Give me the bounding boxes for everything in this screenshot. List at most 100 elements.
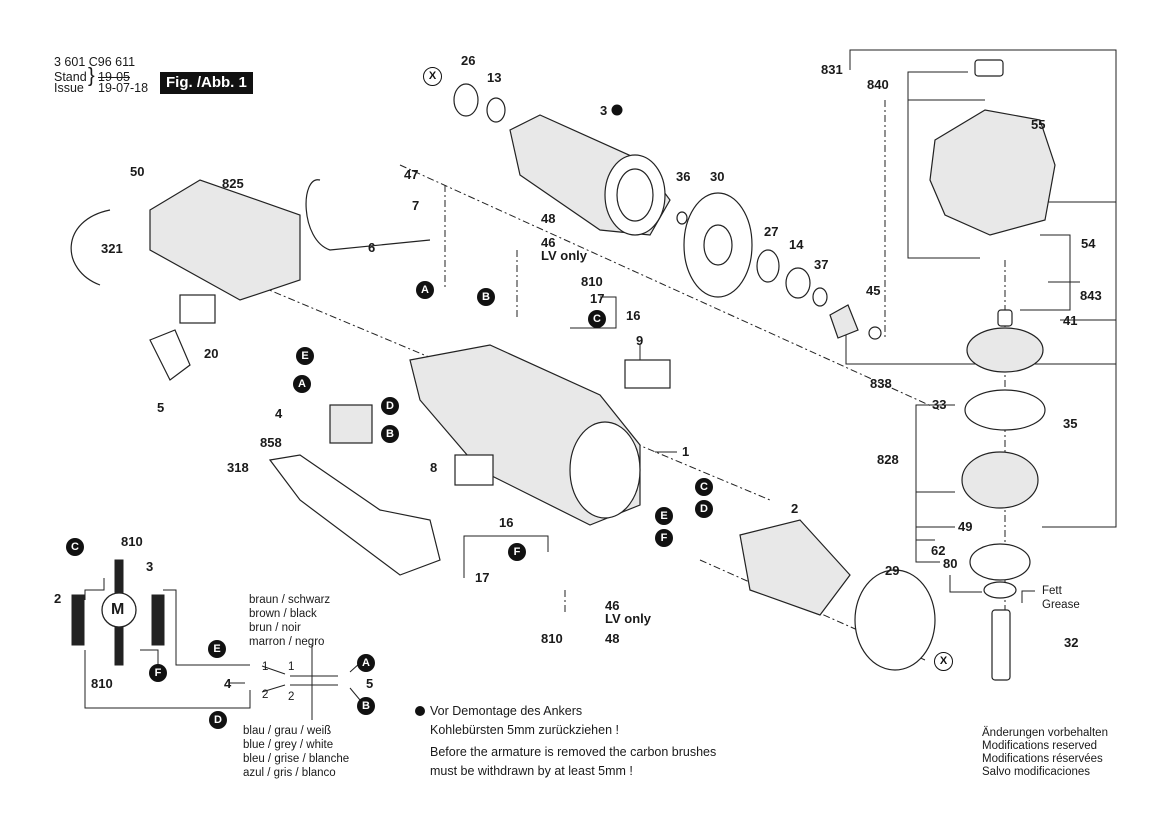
connector-d-switch: D: [381, 397, 399, 415]
part-26[interactable]: 26: [461, 53, 476, 68]
schematic-810-bottom: 810: [91, 676, 113, 691]
wire-color-top-0: braun / schwarz: [249, 594, 331, 606]
warning-en-2: must be withdrawn by at least 5mm !: [430, 764, 633, 778]
label-8: [454, 454, 494, 486]
part-5[interactable]: 5: [157, 400, 165, 415]
part-838[interactable]: 838: [870, 376, 892, 391]
connector-e-switch: E: [296, 347, 314, 365]
part-46-bottom[interactable]: 46: [605, 598, 620, 613]
part-810-bottom[interactable]: 810: [541, 631, 563, 646]
part-8[interactable]: 8: [430, 460, 438, 475]
bearing-flange-35: [964, 389, 1046, 431]
lv-only-top: LV only: [541, 248, 587, 263]
part-9[interactable]: 9: [636, 333, 644, 348]
connector-c: C: [588, 310, 606, 328]
part-840[interactable]: 840: [867, 77, 889, 92]
switch-lever-318: [268, 454, 441, 576]
part-828[interactable]: 828: [877, 452, 899, 467]
part-1[interactable]: 1: [682, 444, 690, 459]
disclaimer-de: Änderungen vorbehalten: [982, 727, 1108, 739]
part-30[interactable]: 30: [710, 169, 725, 184]
figure-label: Fig. /Abb. 1: [160, 72, 253, 94]
part-37[interactable]: 37: [814, 257, 829, 272]
part-16-bottom[interactable]: 16: [499, 515, 514, 530]
part-17-top[interactable]: 17: [590, 291, 605, 306]
part-33[interactable]: 33: [932, 397, 947, 412]
part-318[interactable]: 318: [227, 460, 249, 475]
part-32[interactable]: 32: [1064, 635, 1079, 650]
schematic-810-top: 810: [121, 534, 143, 549]
terminal-1: 1: [262, 661, 269, 673]
schematic-3: 3: [146, 559, 154, 574]
label-20: [179, 294, 216, 324]
part-16-top[interactable]: 16: [626, 308, 641, 323]
part-13[interactable]: 13: [487, 70, 502, 85]
group-bracket-840: [907, 71, 980, 259]
bearing-13: [486, 97, 506, 123]
terminal-1-screw: 1: [288, 661, 295, 673]
part-45[interactable]: 45: [866, 283, 881, 298]
o-ring-62: [969, 543, 1031, 581]
part-29[interactable]: 29: [885, 563, 900, 578]
schematic-2: 2: [54, 591, 62, 606]
schematic-f: F: [149, 664, 167, 682]
part-48[interactable]: 48: [541, 211, 556, 226]
part-2[interactable]: 2: [791, 501, 799, 516]
part-825[interactable]: 825: [222, 176, 244, 191]
part-14[interactable]: 14: [789, 237, 804, 252]
part-17-bottom[interactable]: 17: [475, 570, 490, 585]
terminal-2: 2: [262, 689, 269, 701]
part-321[interactable]: 321: [101, 241, 123, 256]
schematic-b: B: [357, 697, 375, 715]
brush-bottom: [114, 624, 124, 666]
connector-b-switch: B: [381, 425, 399, 443]
part-831[interactable]: 831: [821, 62, 843, 77]
connector-b: B: [477, 288, 495, 306]
part-55[interactable]: 55: [1031, 117, 1046, 132]
part-41[interactable]: 41: [1063, 313, 1078, 328]
part-36[interactable]: 36: [676, 169, 691, 184]
part-47[interactable]: 47: [404, 167, 419, 182]
wire-color-bottom-3: azul / gris / blanco: [243, 767, 336, 779]
connector-f-brush: F: [508, 543, 526, 561]
grease-label: Grease: [1042, 599, 1080, 611]
part-4[interactable]: 4: [275, 406, 283, 421]
part-62[interactable]: 62: [931, 543, 946, 558]
motor-symbol: [101, 592, 137, 628]
part-7[interactable]: 7: [412, 198, 420, 213]
lv-only-bottom: LV only: [605, 611, 651, 626]
part-20[interactable]: 20: [204, 346, 219, 361]
part-6[interactable]: 6: [368, 240, 376, 255]
group-bracket-831: [849, 49, 1117, 528]
terminal-2-screw: 2: [288, 691, 295, 703]
part-27[interactable]: 27: [764, 224, 779, 239]
ring-26: [453, 83, 479, 117]
bearing-14: [785, 267, 811, 299]
field-coil-left: [71, 594, 85, 646]
disclaimer-en: Modifications reserved: [982, 740, 1098, 752]
part-50[interactable]: 50: [130, 164, 145, 179]
part-80[interactable]: 80: [943, 556, 958, 571]
part-3[interactable]: 3: [600, 103, 608, 118]
connector-a-switch: A: [293, 375, 311, 393]
warning-de-1: Vor Demontage des Ankers: [430, 704, 583, 718]
part-858[interactable]: 858: [260, 435, 282, 450]
part-48-bottom[interactable]: 48: [605, 631, 620, 646]
part-number: 3 601 C96 611: [54, 55, 136, 69]
field-coil-right: [151, 594, 165, 646]
part-54[interactable]: 54: [1081, 236, 1096, 251]
part-810-top[interactable]: 810: [581, 274, 603, 289]
armature-part: [509, 114, 671, 236]
schematic-5: 5: [366, 676, 374, 691]
ring-27: [756, 249, 780, 283]
warning-en-1: Before the armature is removed the carbo…: [430, 745, 717, 759]
connector-e-coil: E: [655, 507, 673, 525]
issue-label: Issue: [54, 81, 84, 95]
part-49[interactable]: 49: [958, 519, 973, 534]
part-35[interactable]: 35: [1063, 416, 1078, 431]
part-46[interactable]: 46: [541, 235, 556, 250]
warning-de-2: Kohlebürsten 5mm zurückziehen !: [430, 723, 619, 737]
part-843[interactable]: 843: [1080, 288, 1102, 303]
gear-housing: [929, 109, 1056, 236]
field-coil-2: [739, 519, 851, 616]
